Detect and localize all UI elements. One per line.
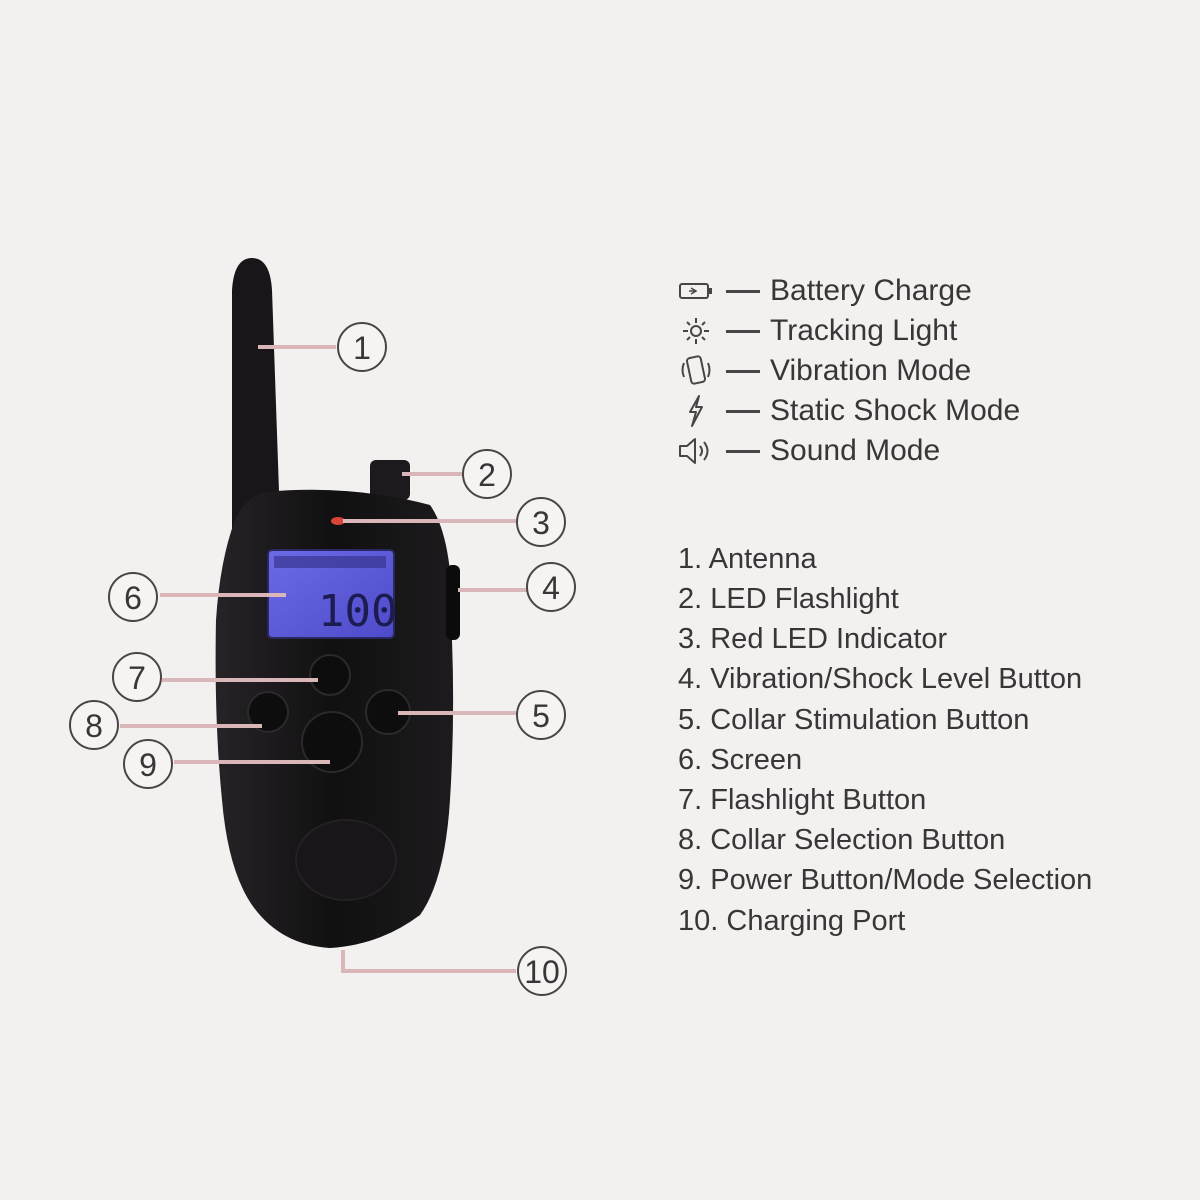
callout-label-5: 5 <box>532 698 550 734</box>
part-item-8: 8. Collar Selection Button <box>678 824 1006 856</box>
callout-label-10: 10 <box>524 954 560 990</box>
part-item-6: 6. Screen <box>678 744 803 776</box>
callout-4 <box>526 562 576 612</box>
legend-dash <box>726 409 760 413</box>
legend-dash <box>726 329 760 333</box>
vibration-icon <box>676 351 716 391</box>
callout-2 <box>462 449 512 499</box>
callout-10 <box>517 946 567 996</box>
red-led <box>331 517 345 525</box>
callout-label-3: 3 <box>532 505 550 541</box>
leader-line-10 <box>341 950 516 973</box>
part-item-5: 5. Collar Stimulation Button <box>678 704 1030 736</box>
legend-label: Sound Mode <box>770 434 941 467</box>
collar-selection-button <box>247 691 289 733</box>
callout-9 <box>123 739 173 789</box>
legend-label: Battery Charge <box>770 274 972 307</box>
callout-5 <box>516 690 566 740</box>
callout-1 <box>337 322 387 372</box>
speaker-icon <box>676 431 716 471</box>
callout-label-2: 2 <box>478 457 496 493</box>
part-item-1: 1. Antenna <box>678 543 817 575</box>
side-level-button <box>446 565 460 640</box>
callout-8 <box>69 700 119 750</box>
legend-dash <box>726 449 760 453</box>
legend-row-vibration: Vibration Mode <box>676 351 971 391</box>
grip-area <box>295 819 397 901</box>
part-item-2: 2. LED Flashlight <box>678 583 899 615</box>
callout-label-1: 1 <box>353 330 371 366</box>
callout-label-7: 7 <box>128 660 146 696</box>
legend-dash <box>726 289 760 293</box>
callout-7 <box>112 652 162 702</box>
legend-label: Static Shock Mode <box>770 394 1021 427</box>
flashlight-button <box>309 654 351 696</box>
part-item-3: 3. Red LED Indicator <box>678 623 948 655</box>
power-mode-button <box>301 711 363 773</box>
legend-row-static-shock: Static Shock Mode <box>676 391 1020 431</box>
legend-row-battery: Battery Charge <box>676 271 972 311</box>
legend-label: Tracking Light <box>770 314 958 347</box>
callout-6 <box>108 572 158 622</box>
led-flashlight <box>370 460 410 500</box>
callout-3 <box>516 497 566 547</box>
leader-lines <box>120 345 528 973</box>
callout-label-4: 4 <box>542 570 560 606</box>
part-item-9: 9. Power Button/Mode Selection <box>678 864 1093 896</box>
callouts <box>69 322 576 996</box>
screen-icon-strip <box>274 556 386 568</box>
sun-icon <box>676 311 716 351</box>
callout-label-9: 9 <box>139 747 157 783</box>
part-item-4: 4. Vibration/Shock Level Button <box>678 663 1083 695</box>
part-item-10: 10. Charging Port <box>678 905 906 937</box>
legend-dash <box>726 369 760 373</box>
lightning-icon <box>676 391 716 431</box>
antenna <box>232 258 280 540</box>
battery-icon <box>676 271 716 311</box>
legend-label: Vibration Mode <box>770 354 972 387</box>
part-item-7: 7. Flashlight Button <box>678 784 927 816</box>
legend-row-tracking-light: Tracking Light <box>676 311 957 351</box>
screen-reading: 100 <box>318 586 397 637</box>
callout-label-8: 8 <box>85 708 103 744</box>
callout-label-6: 6 <box>124 580 142 616</box>
legend-row-sound: Sound Mode <box>676 431 940 471</box>
